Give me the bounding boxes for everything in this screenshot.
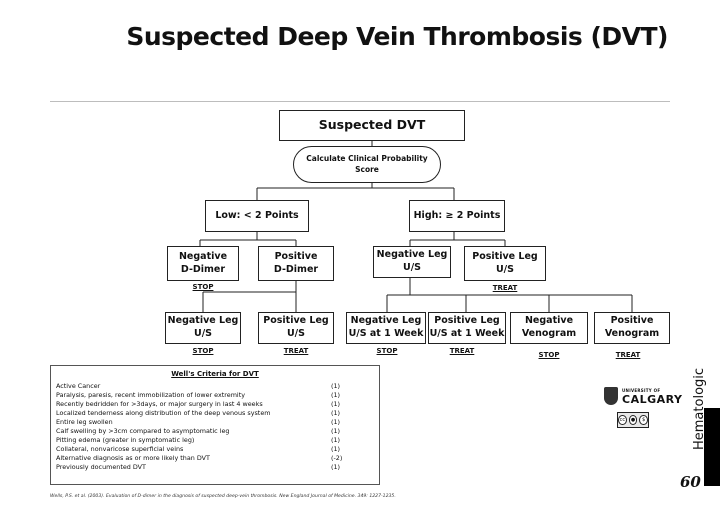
- positive-leg-us-high-box: Positive Leg U/S: [464, 246, 546, 281]
- cc-icon: cc: [618, 415, 627, 425]
- wells-criteria-rows: Active Cancer (1) Paralysis, paresis, rece…: [51, 382, 379, 472]
- negative-leg-us-1-week-box: Negative Leg U/S at 1 Week: [346, 312, 426, 344]
- wells-criterion: Previously documented DVT: [56, 463, 146, 471]
- university-of-calgary-logo: UNIVERSITY OF CALGARY: [604, 386, 682, 408]
- wells-criteria-row: Alternative diagnosis as or more likely …: [51, 454, 379, 463]
- section-tab-bar: [704, 408, 720, 486]
- wells-criteria-row: Entire leg swollen (1): [51, 418, 379, 427]
- treat-label-positive-leg-low: TREAT: [283, 347, 309, 355]
- positive-venogram-box: Positive Venogram: [594, 312, 670, 344]
- clinical-probability-oval: Calculate Clinical Probability Score: [293, 146, 441, 183]
- high-score-box: High: ≥ 2 Points: [409, 200, 505, 232]
- negative-leg-us-high-box: Negative Leg U/S: [373, 246, 451, 278]
- wells-points: (1): [331, 409, 341, 417]
- wells-criterion: Collateral, nonvaricose superficial vein…: [56, 445, 184, 453]
- wells-points: (1): [331, 463, 341, 471]
- citation: Wells, P.S. et al. (2003). Evaluation of…: [50, 494, 396, 499]
- wells-criteria-title: Well's Criteria for DVT: [171, 370, 259, 378]
- treat-label-positive-venogram: TREAT: [615, 351, 641, 359]
- page-title: Suspected Deep Vein Thrombosis (DVT): [126, 22, 668, 51]
- wells-points: (1): [331, 436, 341, 444]
- wells-criterion: Alternative diagnosis as or more likely …: [56, 454, 210, 462]
- wells-criterion: Active Cancer: [56, 382, 101, 390]
- wells-criteria-row: Active Cancer (1): [51, 382, 379, 391]
- title-divider: [50, 101, 670, 102]
- wells-points: (1): [331, 400, 341, 408]
- logo-university-text: UNIVERSITY OF: [622, 388, 661, 393]
- wells-criteria-row: Localized tenderness along distribution …: [51, 409, 379, 418]
- stop-label-negative-leg-low: STOP: [192, 347, 214, 355]
- wells-criterion: Recently bedridden for >3days, or major …: [56, 400, 263, 408]
- treat-label-positive-leg-1-week: TREAT: [449, 347, 475, 355]
- creative-commons-badge: cc ● $: [617, 412, 649, 428]
- logo-calgary-text: CALGARY: [622, 393, 683, 406]
- wells-points: (1): [331, 427, 341, 435]
- stop-label-negative-venogram: STOP: [538, 351, 560, 359]
- wells-criteria-row: Recently bedridden for >3days, or major …: [51, 400, 379, 409]
- wells-criterion: Paralysis, paresis, recent immobilizatio…: [56, 391, 245, 399]
- person-icon: ●: [628, 415, 638, 425]
- stop-label-negative-leg-1-week: STOP: [376, 347, 398, 355]
- wells-criterion: Calf swelling by >3cm compared to asympt…: [56, 427, 230, 435]
- wells-criteria-row: Paralysis, paresis, recent immobilizatio…: [51, 391, 379, 400]
- page-number: 60: [680, 473, 701, 491]
- wells-points: (-2): [331, 454, 343, 462]
- wells-points: (1): [331, 391, 341, 399]
- wells-criteria-row: Previously documented DVT (1): [51, 463, 379, 472]
- wells-criterion: Pitting edema (greater in symptomatic le…: [56, 436, 195, 444]
- suspected-dvt-box: Suspected DVT: [279, 110, 465, 141]
- shield-icon: [604, 387, 618, 405]
- stop-label-d-dimer: STOP: [192, 283, 214, 291]
- wells-criteria-row: Pitting edema (greater in symptomatic le…: [51, 436, 379, 445]
- low-score-box: Low: < 2 Points: [205, 200, 309, 232]
- negative-d-dimer-box: Negative D-Dimer: [167, 246, 239, 281]
- wells-points: (1): [331, 418, 341, 426]
- treat-label-positive-leg-high: TREAT: [492, 284, 518, 292]
- wells-criteria-table: Well's Criteria for DVT Active Cancer (1)…: [50, 365, 380, 485]
- wells-points: (1): [331, 445, 341, 453]
- positive-leg-us-low-box: Positive Leg U/S: [258, 312, 334, 344]
- negative-venogram-box: Negative Venogram: [510, 312, 588, 344]
- no-commercial-icon: $: [639, 415, 649, 425]
- wells-criterion: Localized tenderness along distribution …: [56, 409, 271, 417]
- positive-d-dimer-box: Positive D-Dimer: [258, 246, 334, 281]
- wells-points: (1): [331, 382, 341, 390]
- wells-criteria-row: Collateral, nonvaricose superficial vein…: [51, 445, 379, 454]
- wells-criteria-row: Calf swelling by >3cm compared to asympt…: [51, 427, 379, 436]
- negative-leg-us-low-box: Negative Leg U/S: [165, 312, 241, 344]
- wells-criterion: Entire leg swollen: [56, 418, 113, 426]
- positive-leg-us-1-week-box: Positive Leg U/S at 1 Week: [428, 312, 506, 344]
